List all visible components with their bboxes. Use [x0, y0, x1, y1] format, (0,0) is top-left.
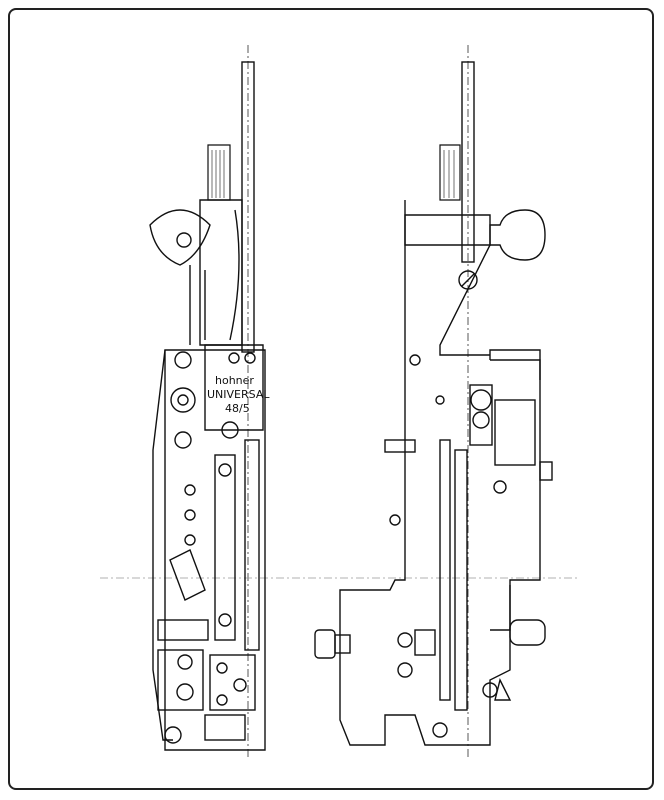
label-brand: hohner	[215, 374, 254, 387]
right-side-view	[314, 61, 553, 746]
label-model: UNIVERSAL	[207, 388, 270, 401]
adjustment-knob	[489, 209, 546, 261]
center-lines	[100, 45, 580, 760]
drawing-frame	[8, 8, 654, 790]
label-number: 48/5	[225, 402, 250, 415]
cam-knob	[149, 209, 211, 266]
left-side-view: hohner UNIVERSAL 48/5	[149, 61, 270, 751]
